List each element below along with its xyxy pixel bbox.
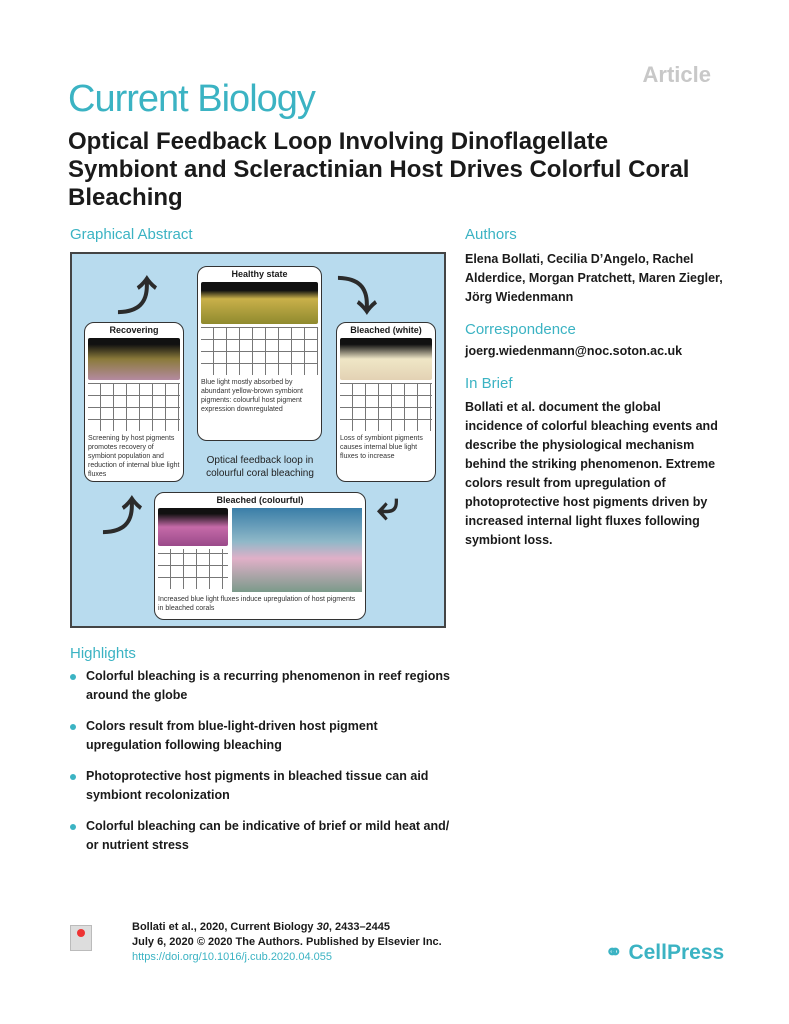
correspondence-email[interactable]: joerg.wiedenmann@noc.soton.ac.uk [465,344,683,358]
coral-image [88,338,180,380]
highlights-heading: Highlights [70,645,136,662]
center-label: Optical feedback loop in colourful coral… [206,455,314,479]
highlight-item: Colorful bleaching is a recurring phenom… [70,667,455,705]
paper-title: Optical Feedback Loop Involving Dinoflag… [68,128,690,211]
panel-caption: Blue light mostly absorbed by abundant y… [201,379,303,413]
cellpress-logo: ⚭ CellPress [605,940,724,965]
in-brief-text: Bollati et al. document the global incid… [465,400,718,547]
correspondence-heading: Correspondence [465,321,576,338]
panel-caption: Increased blue light fluxes induce upreg… [158,596,356,612]
pages: , 2433–2445 [328,921,391,933]
publisher-name: CellPress [628,941,725,964]
cycle-arrow-icon: ⤴ [117,275,157,319]
doi-link[interactable]: https://doi.org/10.1016/j.cub.2020.04.05… [132,951,332,963]
cycle-arrow-icon: ⤵ [337,275,377,319]
panel-healthy: Healthy state Blue light mostly absorbed… [197,266,322,441]
coral-image [158,508,228,546]
reef-photo [232,508,362,592]
authors-list: Elena Bollati, Cecilia D’Angelo, Rachel … [465,252,723,304]
panel-bleached-white: Bleached (white) Loss of symbiont pigmen… [336,322,436,482]
check-for-updates-icon[interactable] [70,925,92,951]
highlight-item: Photoprotective host pigments in bleache… [70,767,455,805]
coral-image [201,282,318,324]
in-brief-heading: In Brief [465,375,513,392]
panel-title: Recovering [109,325,159,335]
highlight-item: Colors result from blue-light-driven hos… [70,717,455,755]
tissue-diagram [88,383,180,431]
citation-footer: Bollati et al., 2020, Current Biology 30… [132,920,442,965]
graphical-abstract: ⤴ ⤵ ⤴ ⤶ Healthy state Blue light mostly … [70,252,446,628]
tissue-diagram [340,383,432,431]
tissue-diagram [158,549,228,589]
cycle-arrow-icon: ⤴ [102,495,142,539]
publication-date: July 6, 2020 © 2020 The Authors. Publish… [132,936,442,948]
panel-bleached-colourful: Bleached (colourful) Increased blue ligh… [154,492,366,620]
panel-title: Bleached (white) [350,325,422,335]
citation: Bollati et al., 2020, Current Biology [132,921,317,933]
cellpress-icon: ⚭ [605,941,623,964]
coral-image [340,338,432,380]
authors-heading: Authors [465,226,517,243]
panel-caption: Loss of symbiont pigments causes interna… [340,435,423,460]
highlights-list: Colorful bleaching is a recurring phenom… [70,667,455,867]
journal-name: Current Biology [68,78,316,120]
panel-title: Bleached (colourful) [216,495,304,505]
volume: 30 [316,921,329,933]
article-type: Article [642,62,711,87]
tissue-diagram [201,327,318,375]
cycle-arrow-icon: ⤶ [377,484,400,528]
highlight-item: Colorful bleaching can be indicative of … [70,817,455,855]
panel-recovering: Recovering Screening by host pigments pr… [84,322,184,482]
panel-caption: Screening by host pigments promotes reco… [88,435,180,478]
graphical-abstract-heading: Graphical Abstract [70,226,193,243]
panel-title: Healthy state [231,269,288,279]
